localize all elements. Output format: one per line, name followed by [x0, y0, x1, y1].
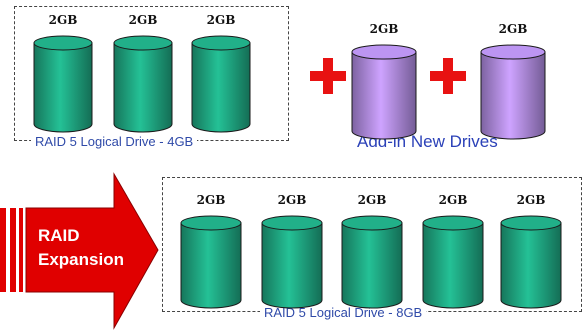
- drive-capacity-label: 2GB: [128, 13, 158, 27]
- drive-capacity-label: 2GB: [48, 13, 78, 27]
- top-array-caption: RAID 5 Logical Drive - 4GB: [31, 134, 198, 149]
- drive-capacity-label: 2GB: [206, 13, 236, 27]
- drive-capacity-label: 2GB: [516, 193, 546, 207]
- expanded-drive: 2GB: [180, 193, 242, 309]
- drive-cylinder-icon: [500, 215, 562, 309]
- expanded-drive: 2GB: [500, 193, 562, 309]
- arrow-label-line1: RAID: [38, 226, 80, 245]
- drive-cylinder-icon: [351, 44, 417, 140]
- drive-cylinder-icon: [480, 44, 546, 140]
- drive-cylinder-icon: [422, 215, 484, 309]
- drive-capacity-label: 2GB: [369, 22, 399, 36]
- drive-cylinder-icon: [191, 35, 251, 133]
- plus-icon: [310, 58, 346, 94]
- existing-drive: 2GB: [191, 13, 251, 133]
- existing-drive: 2GB: [33, 13, 93, 133]
- new-drive: 2GB: [351, 22, 417, 140]
- raid-expansion-arrow: [0, 172, 159, 330]
- existing-drive: 2GB: [113, 13, 173, 133]
- expanded-drive: 2GB: [422, 193, 484, 309]
- expanded-drive: 2GB: [341, 193, 403, 309]
- arrow-label-line2: Expansion: [38, 250, 124, 269]
- drive-cylinder-icon: [341, 215, 403, 309]
- drive-cylinder-icon: [33, 35, 93, 133]
- drive-capacity-label: 2GB: [196, 193, 226, 207]
- drive-capacity-label: 2GB: [277, 193, 307, 207]
- drive-capacity-label: 2GB: [438, 193, 468, 207]
- drive-cylinder-icon: [261, 215, 323, 309]
- drive-cylinder-icon: [180, 215, 242, 309]
- expanded-drive: 2GB: [261, 193, 323, 309]
- new-drive: 2GB: [480, 22, 546, 140]
- drive-capacity-label: 2GB: [357, 193, 387, 207]
- bottom-array-caption: RAID 5 Logical Drive - 8GB: [260, 305, 427, 320]
- plus-icon: [430, 58, 466, 94]
- drive-capacity-label: 2GB: [498, 22, 528, 36]
- drive-cylinder-icon: [113, 35, 173, 133]
- bottom-array-box: RAID 5 Logical Drive - 8GB: [162, 177, 582, 320]
- top-array-box: RAID 5 Logical Drive - 4GB: [14, 6, 289, 149]
